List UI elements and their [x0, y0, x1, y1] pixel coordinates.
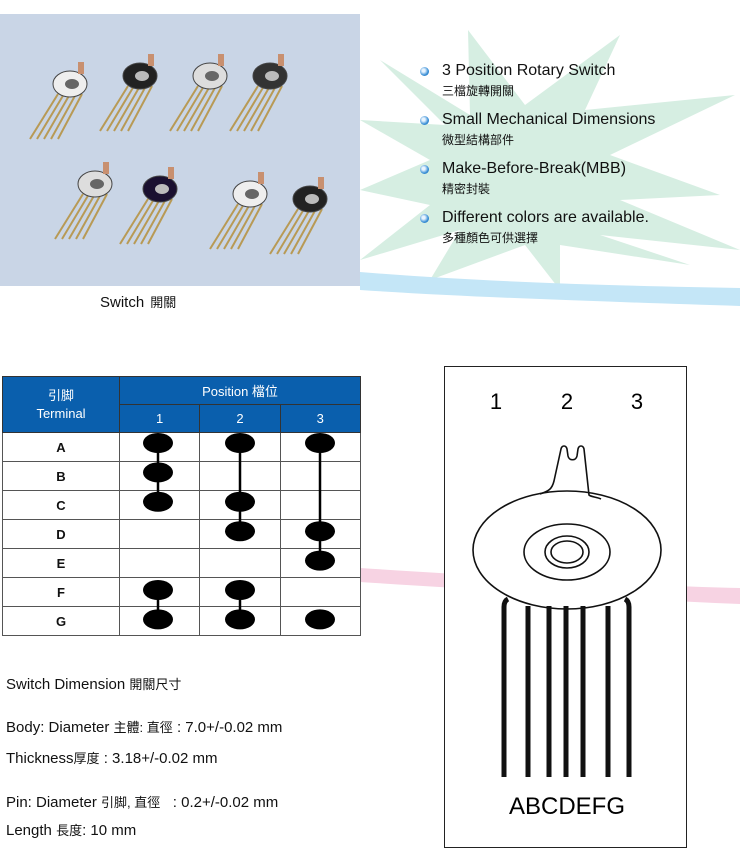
pin-diameter: Pin: Diameter 引脚, 直徑 : 0.2+/-0.02 mm [6, 794, 279, 811]
contact-cell [199, 432, 281, 462]
product-photo [0, 14, 360, 286]
feature-zh: 三檔旋轉開關 [442, 84, 515, 98]
terminal-cell: E [2, 548, 120, 578]
terminal-cell: G [2, 606, 120, 636]
feature-en: Small Mechanical Dimensions [442, 111, 656, 128]
position-header: Position 檔位 [119, 376, 361, 405]
actuator-tab [539, 445, 602, 500]
switch-outline-drawing: 1 2 3 ABCDEFG [472, 389, 662, 820]
switch-photo [29, 62, 88, 140]
feature-zh: 微型結構部件 [442, 133, 515, 147]
switch-photo [209, 172, 268, 250]
caption-zh: 開關 [150, 295, 177, 310]
switch-body [472, 490, 662, 610]
bullet-icon [420, 67, 429, 76]
position-col-3: 3 [279, 404, 362, 433]
contact-cell [118, 519, 201, 549]
thickness: Thickness厚度 : 3.18+/-0.02 mm [6, 750, 218, 767]
diagram-position-1: 1 [490, 389, 502, 414]
contact-cell [118, 490, 201, 520]
contact-cell [199, 577, 281, 607]
switch-photo [99, 54, 158, 132]
diagram-position-3: 3 [631, 389, 643, 414]
table-row: E [2, 548, 362, 578]
contact-cell [199, 606, 281, 636]
switch-photo [119, 167, 178, 245]
contact-cell [118, 606, 201, 636]
contact-cell [279, 432, 362, 462]
feature-en: Make-Before-Break(MBB) [442, 160, 627, 177]
terminal-cell: F [2, 577, 120, 607]
inner-ring [523, 523, 611, 581]
switch-diagram: 1 2 3 ABCDEFG [444, 366, 687, 848]
table-row: A [2, 432, 362, 462]
contact-cell [279, 606, 362, 636]
contact-cell [279, 461, 362, 491]
terminal-cell: D [2, 519, 120, 549]
contact-cell [118, 577, 201, 607]
pin-labels: ABCDEFG [509, 793, 625, 820]
terminal-cell: B [2, 461, 120, 491]
contact-cell [118, 548, 201, 578]
shaft-inner [550, 540, 584, 564]
table-row: G [2, 606, 362, 636]
bullet-icon [420, 116, 429, 125]
switch-photo [54, 162, 113, 240]
feature-en: 3 Position Rotary Switch [442, 62, 616, 79]
position-col-1: 1 [118, 404, 201, 433]
contact-cell [199, 519, 281, 549]
dimension-title: Switch Dimension 開關尺寸 [6, 676, 182, 693]
contact-cell [279, 490, 362, 520]
contact-cell [199, 548, 281, 578]
table-row: B [2, 461, 362, 491]
contact-cell [118, 432, 201, 462]
pin-lead [501, 596, 510, 777]
table-row: C [2, 490, 362, 520]
terminal-cell: C [2, 490, 120, 520]
diagram-position-2: 2 [561, 389, 573, 414]
table-row: F [2, 577, 362, 607]
shaft-outer [544, 535, 590, 569]
switch-photo-illustration [29, 54, 328, 255]
starburst-shape [360, 30, 740, 290]
contact-cell [279, 577, 362, 607]
contact-cell [199, 461, 281, 491]
bullet-icon [420, 214, 429, 223]
terminal-cell: A [2, 432, 120, 462]
position-col-2: 2 [199, 404, 281, 433]
switch-photo [269, 177, 328, 255]
contact-cell [279, 519, 362, 549]
contact-cell [279, 548, 362, 578]
feature-zh: 多種顏色可供選擇 [442, 231, 539, 245]
switch-photo [229, 54, 288, 132]
bullet-icon [420, 165, 429, 174]
feature-zh: 精密封裝 [442, 182, 491, 196]
pin-lead [623, 596, 632, 777]
caption-en: Switch [100, 294, 145, 311]
feature-en: Different colors are available. [442, 209, 649, 226]
contact-cell [118, 461, 201, 491]
photo-caption: Switch 開關 [100, 292, 176, 311]
blue-swoosh [360, 272, 740, 306]
pin-length: Length 長度: 10 mm [6, 822, 137, 839]
body-diameter: Body: Diameter 主體: 直徑 : 7.0+/-0.02 mm [6, 719, 283, 736]
switch-photo [169, 54, 228, 132]
table-row: D [2, 519, 362, 549]
contact-cell [199, 490, 281, 520]
